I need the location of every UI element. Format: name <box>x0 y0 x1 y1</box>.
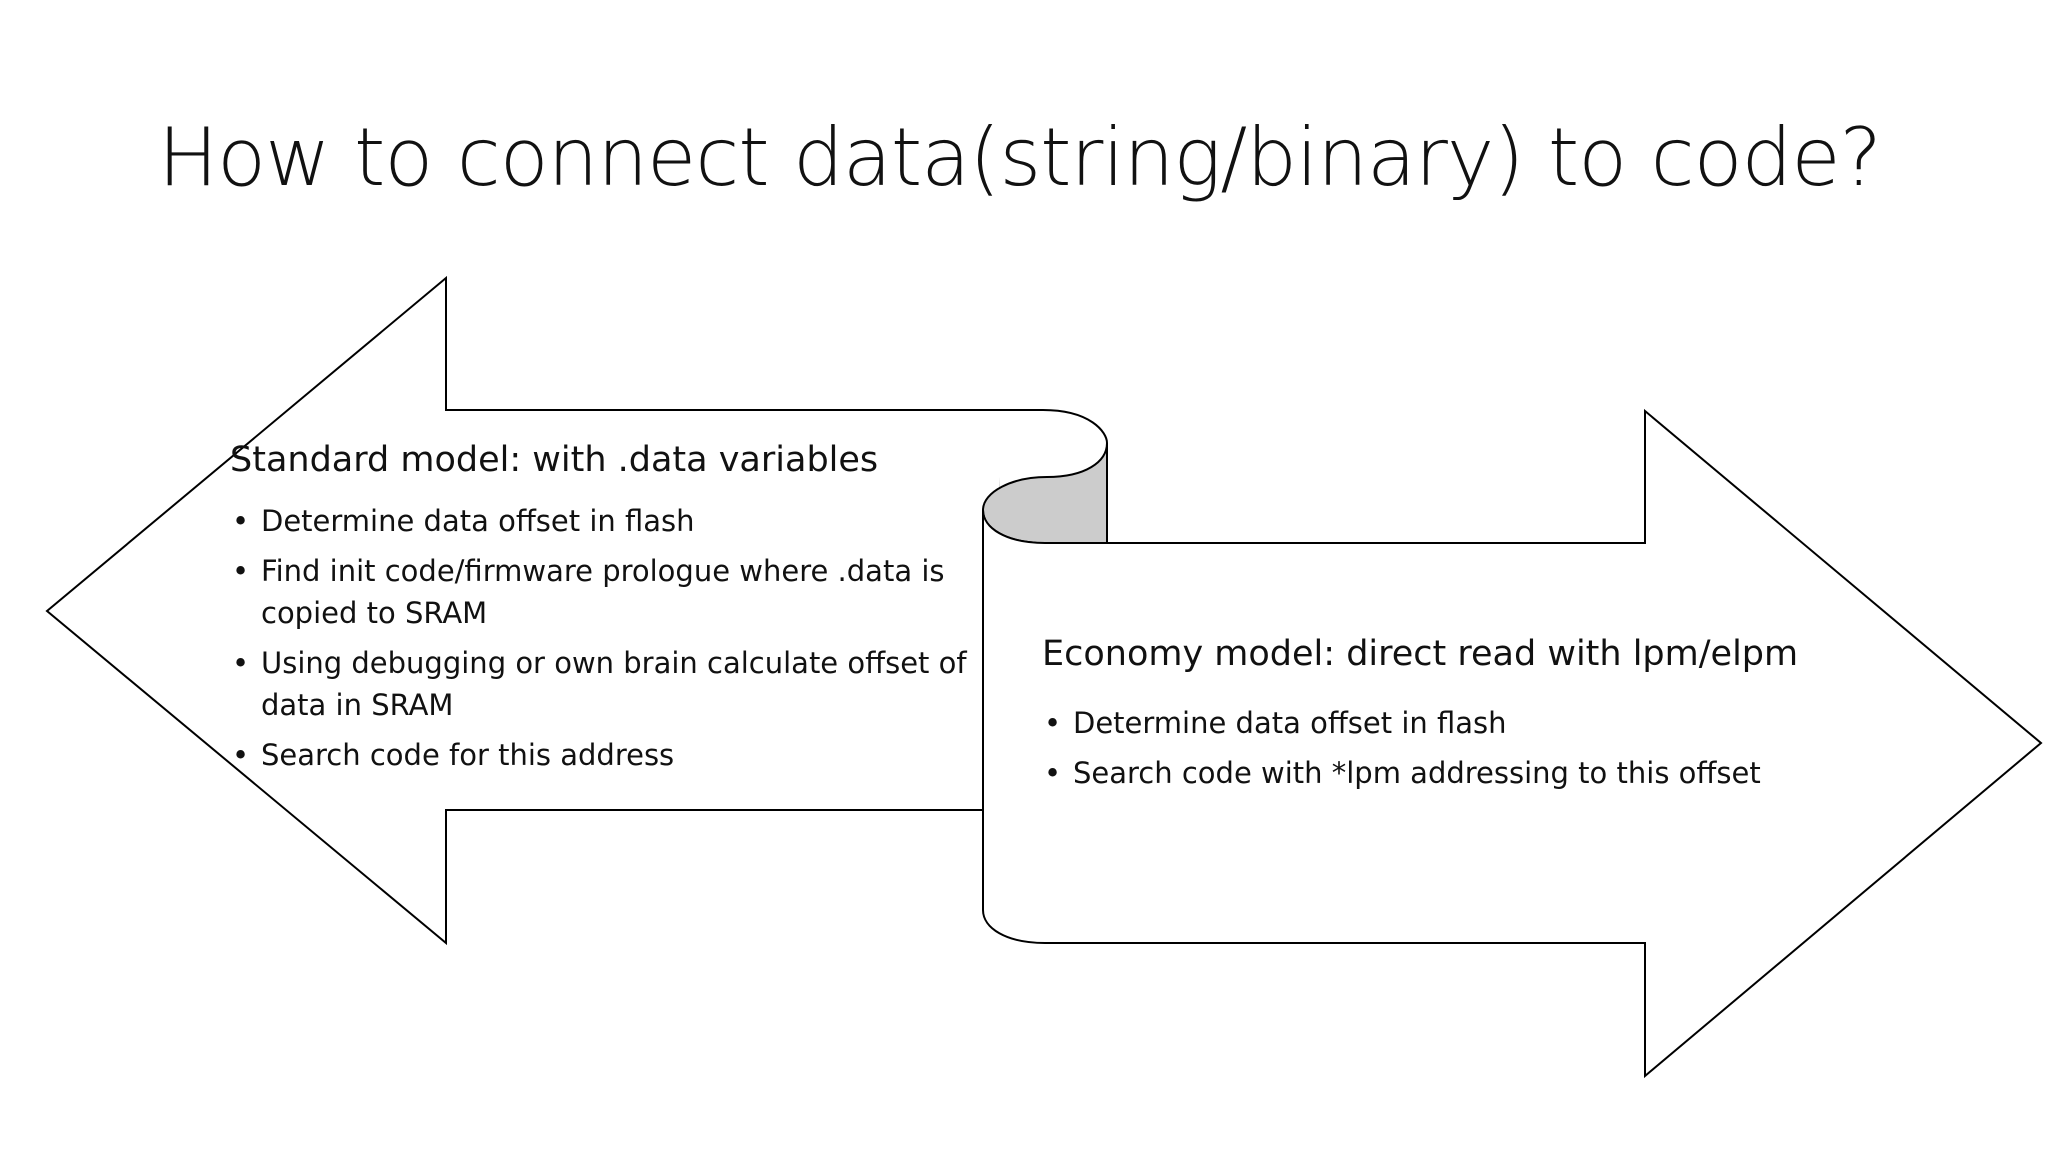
economy-model-heading: Economy model: direct read with lpm/elpm <box>1042 634 1799 674</box>
list-item: Determine data offset in flash <box>1042 702 1842 744</box>
list-item: Determine data offset in flash <box>230 500 990 542</box>
list-item: Search code for this address <box>230 734 990 776</box>
economy-model-list: Determine data offset in flash Search co… <box>1042 702 1842 794</box>
left-arrow-curl-outline <box>446 409 1108 444</box>
standard-model-box: Standard model: with .data variables Det… <box>230 438 990 784</box>
standard-model-list: Determine data offset in flash Find init… <box>230 500 990 776</box>
slide-title: How to connect data(string/binary) to co… <box>158 111 1882 204</box>
list-item: Search code with *lpm addressing to this… <box>1042 752 1842 794</box>
standard-model-heading: Standard model: with .data variables <box>230 440 879 480</box>
list-item: Using debugging or own brain calculate o… <box>230 642 990 726</box>
economy-model-box: Economy model: direct read with lpm/elpm… <box>1042 628 1842 802</box>
list-item: Find init code/firmware prologue where .… <box>230 550 990 634</box>
